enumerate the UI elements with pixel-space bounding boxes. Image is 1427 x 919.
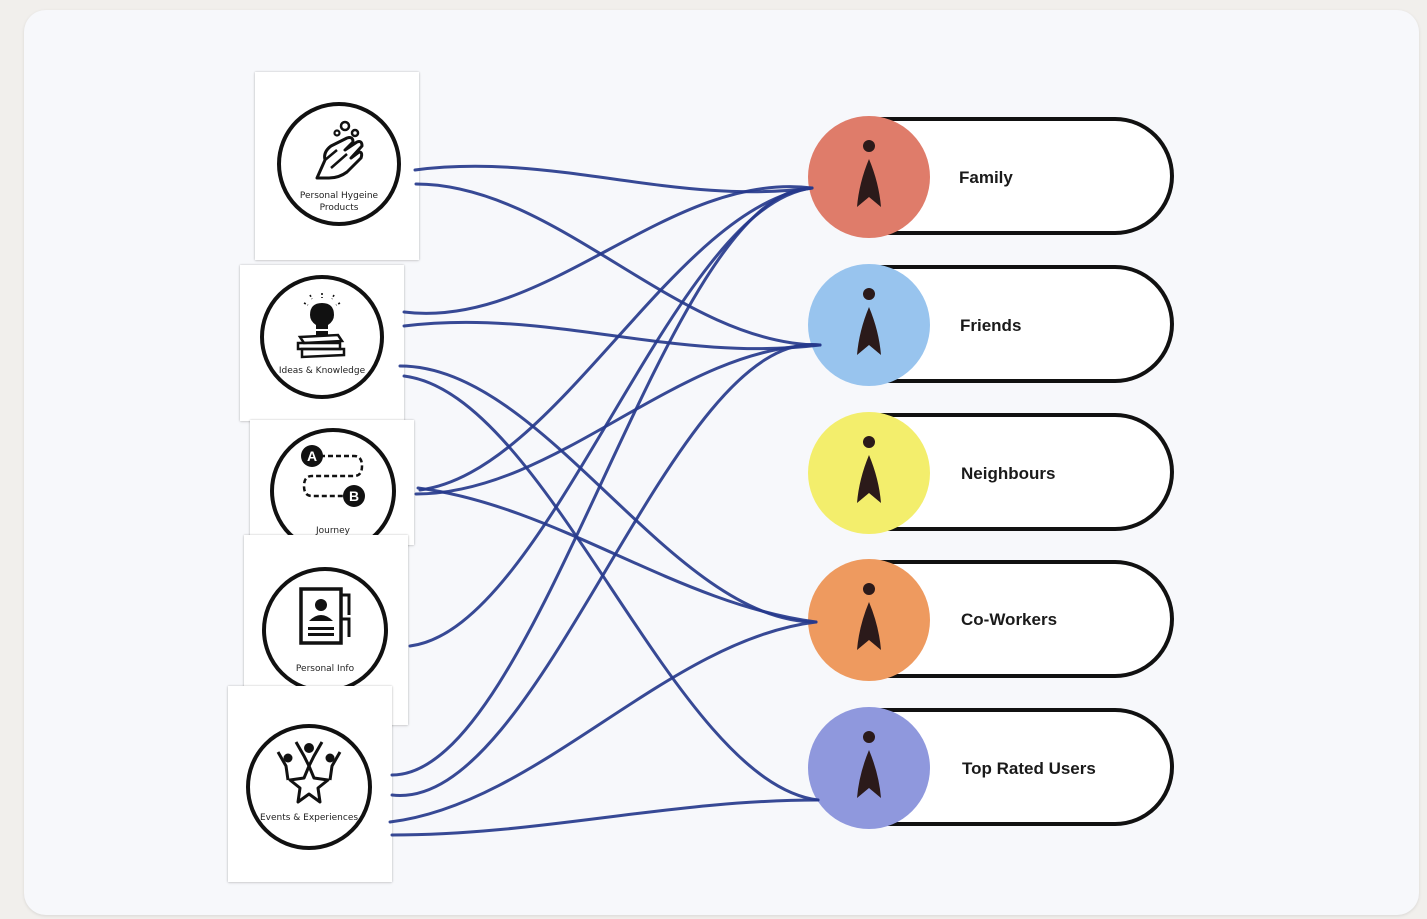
target-label-coworkers: Co-Workers	[961, 610, 1058, 629]
connection-journey-to-family	[418, 186, 814, 492]
source-label-ideas: Ideas & Knowledge	[278, 366, 366, 376]
target-label-toprated: Top Rated Users	[962, 759, 1096, 778]
celebrating-people-icon	[276, 741, 342, 804]
source-card-ideas: Ideas & Knowledge	[240, 265, 404, 421]
source-card-events: Events & Experiences	[228, 686, 392, 882]
handwash-icon	[315, 120, 364, 180]
id-card-icon	[299, 587, 351, 645]
connection-personal-info-to-family	[408, 186, 814, 648]
connection-events-experiences-to-top-rated-users	[390, 798, 820, 837]
info-figure-icon	[857, 288, 881, 355]
source-label-journey: Journey	[316, 526, 350, 536]
source-card-hygiene: Personal Hygeine Products	[255, 72, 419, 260]
connection-journey-to-friends	[414, 343, 822, 496]
connection-personal-hygeine-products-to-friends	[414, 182, 822, 347]
source-label-hygiene: Personal Hygeine Products	[299, 191, 379, 213]
source-label-events: Events & Experiences	[259, 813, 359, 823]
svg-text:B: B	[349, 488, 359, 504]
target-label-friends: Friends	[960, 316, 1022, 335]
connection-events-experiences-to-co-workers	[388, 620, 818, 824]
connection-ideas-knowledge-to-top-rated-users	[402, 374, 820, 802]
info-figure-icon	[857, 583, 881, 650]
info-figure-icon	[857, 436, 881, 503]
source-badge-hygiene: Personal Hygeine Products	[277, 102, 401, 226]
svg-text:A: A	[307, 448, 317, 464]
source-badge-journey: A B Journey	[270, 428, 396, 554]
info-figure-icon	[857, 731, 881, 798]
connection-ideas-knowledge-to-family	[402, 185, 814, 315]
target-label-neighbours: Neighbours	[961, 464, 1056, 483]
source-card-journey: A B Journey	[250, 420, 414, 554]
source-badge-ideas: Ideas & Knowledge	[260, 275, 384, 399]
source-badge-info: Personal Info	[262, 567, 388, 693]
connection-ideas-knowledge-to-friends	[402, 320, 822, 351]
connection-journey-to-co-workers	[416, 486, 818, 624]
source-label-info: Personal Info	[295, 664, 355, 674]
connection-personal-hygeine-products-to-family	[413, 164, 814, 194]
connection-events-experiences-to-family	[390, 186, 814, 777]
target-pill-neighbours	[866, 413, 1174, 531]
target-label-family: Family	[959, 168, 1013, 187]
info-figure-icon	[857, 140, 881, 207]
connection-events-experiences-to-friends	[390, 343, 822, 797]
source-badge-events: Events & Experiences	[246, 724, 372, 850]
route-a-b-icon: A B	[301, 445, 365, 507]
lightbulb-books-icon	[296, 293, 346, 359]
